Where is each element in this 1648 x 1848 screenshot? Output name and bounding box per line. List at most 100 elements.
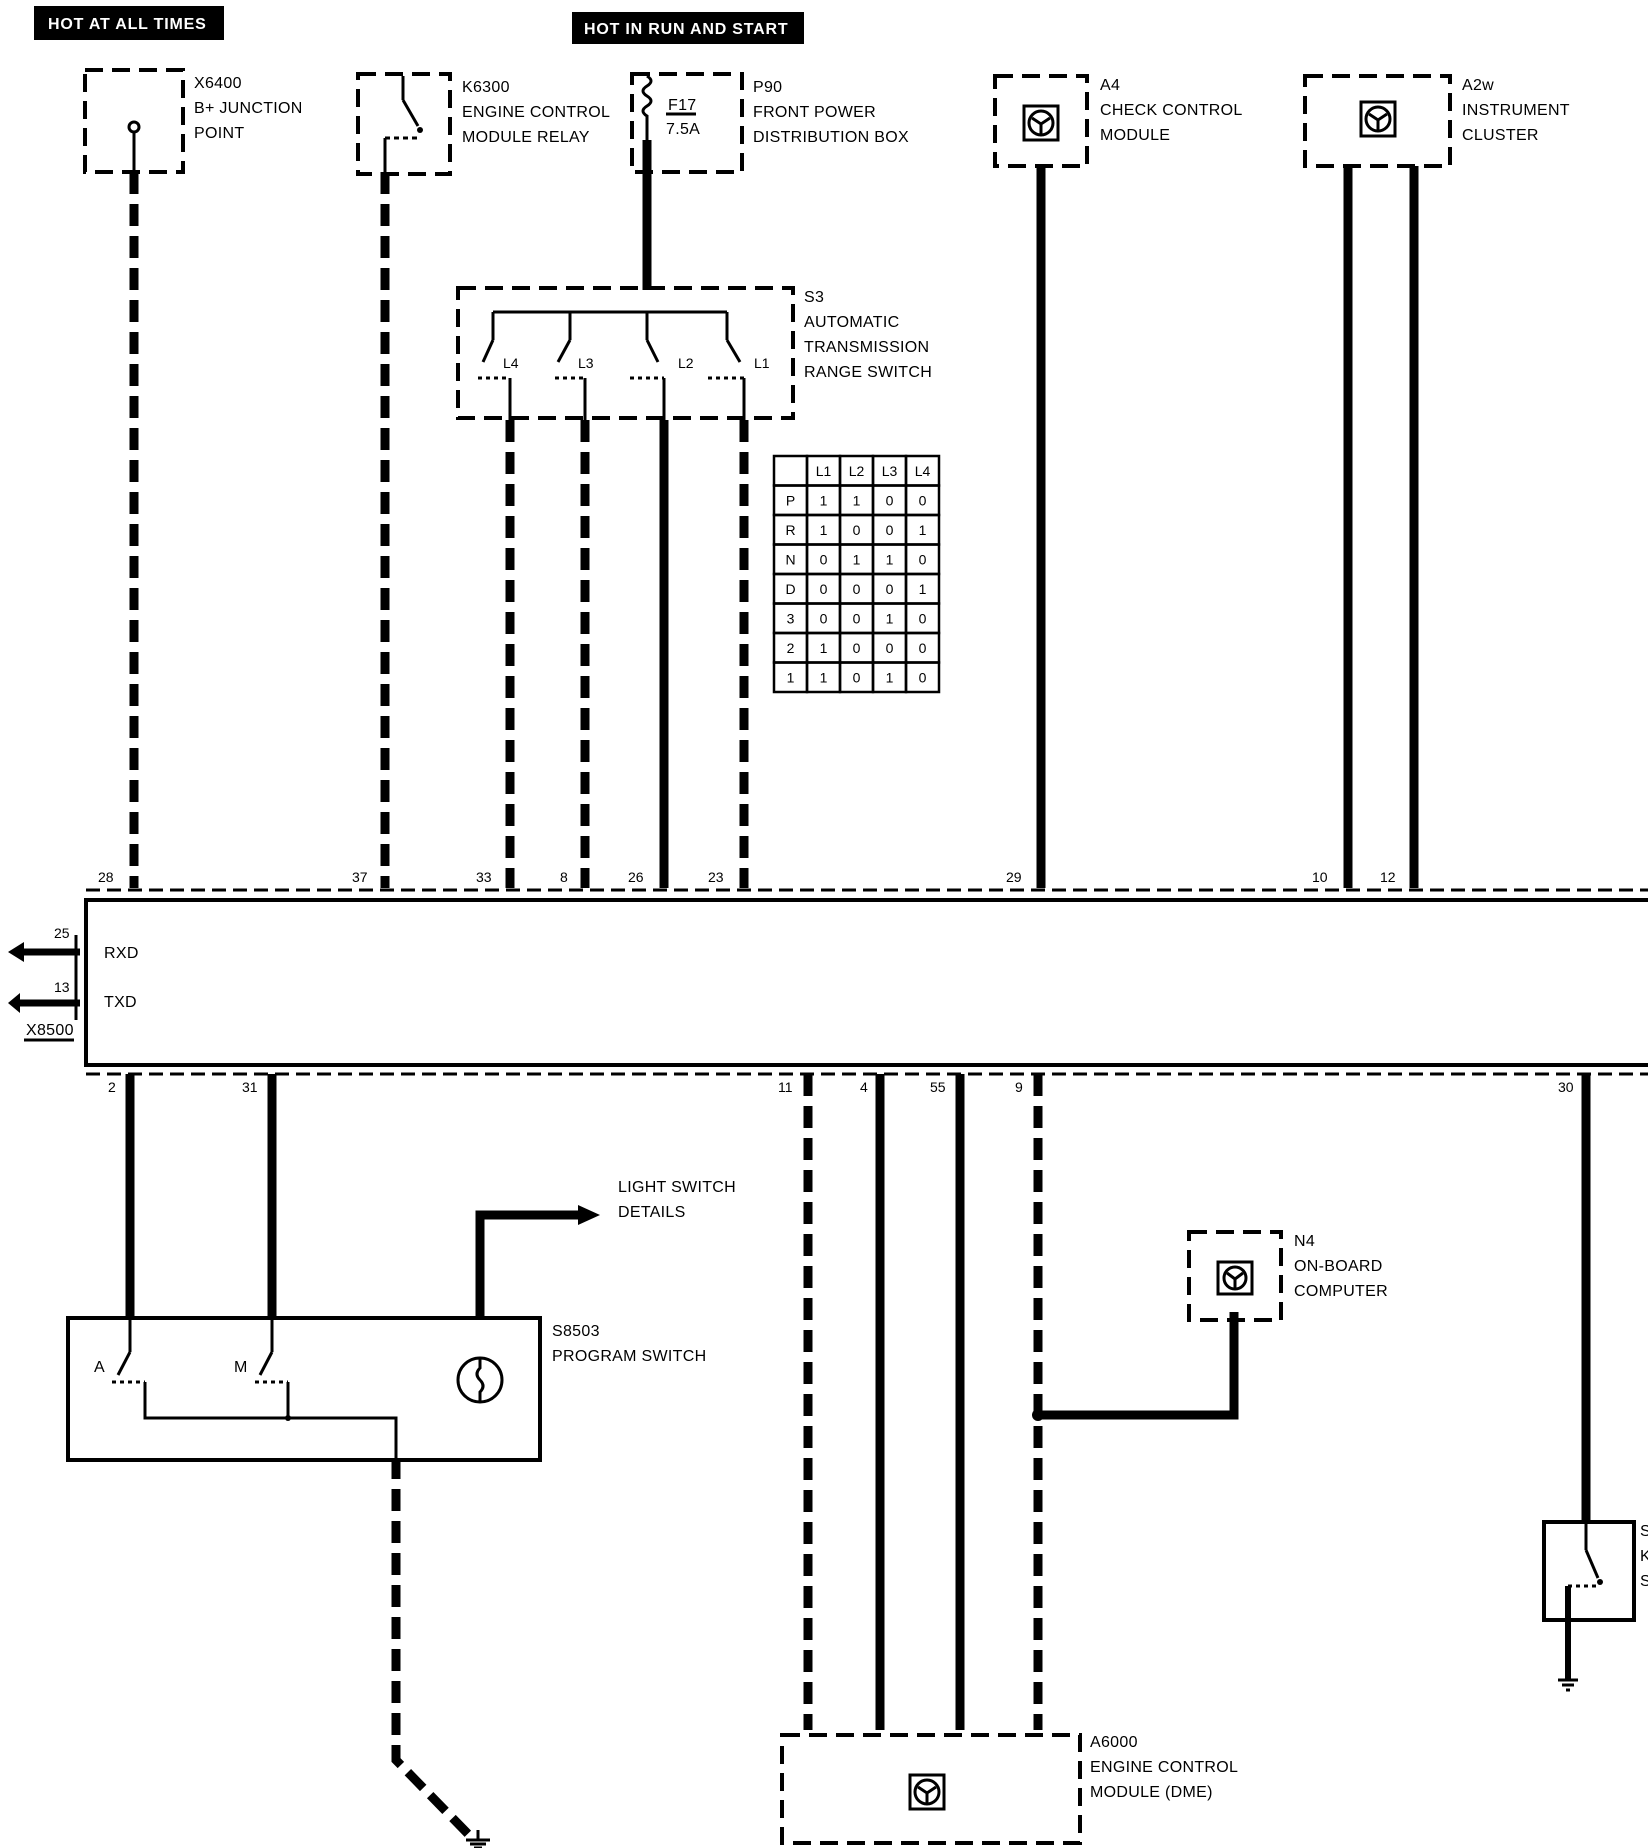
pin-29: 29: [1006, 869, 1022, 885]
ground-icon: [466, 1830, 490, 1848]
contact-l2-label: L2: [678, 355, 694, 371]
range-table-value: 0: [886, 492, 894, 508]
range-table-value: D: [785, 581, 795, 597]
pin-2: 2: [108, 1079, 116, 1095]
range-table-value: 1: [919, 581, 927, 597]
s8503-program-switch: A M S8503 PROGRAM SWITCH: [66, 1316, 706, 1462]
range-table-header: L3: [882, 463, 898, 479]
a4-label: CHECK CONTROL: [1100, 102, 1243, 119]
range-table-value: 1: [886, 610, 894, 626]
s3-label: AUTOMATIC: [804, 314, 899, 331]
top-pin-labels: 28 37 33 8 26 23 29 10 12: [98, 869, 1396, 885]
bottom-pin-labels: 2 31 11 4 55 9 30: [108, 1079, 1574, 1095]
hot-at-all-times-tag: HOT AT ALL TIMES: [34, 6, 224, 40]
range-table-value: 0: [853, 610, 861, 626]
k6300-label: ENGINE CONTROL: [462, 104, 610, 121]
range-table-value: 1: [820, 669, 828, 685]
x6400-id: X6400: [194, 75, 242, 92]
pin-10: 10: [1312, 869, 1328, 885]
a2w-instrument-cluster: A2w INSTRUMENT CLUSTER: [1303, 74, 1570, 168]
range-table-cell: [772, 454, 809, 487]
x6400-label: B+ JUNCTION: [194, 100, 303, 117]
n4-label: ON-BOARD: [1294, 1258, 1383, 1275]
k6300-label-2: MODULE RELAY: [462, 129, 590, 146]
s3-id: S3: [804, 289, 824, 306]
a6000-label-2: MODULE (DME): [1090, 1784, 1213, 1801]
a4-check-control-module: A4 CHECK CONTROL MODULE: [993, 74, 1243, 168]
range-table-header: L1: [816, 463, 832, 479]
a6000-label: ENGINE CONTROL: [1090, 1759, 1238, 1776]
k6300-id: K6300: [462, 79, 510, 96]
light-switch-arrow-icon: [578, 1205, 600, 1225]
contact-l4-label: L4: [503, 355, 519, 371]
p90-power-distribution-box: F17 7.5A P90 FRONT POWER DISTRIBUTION BO…: [630, 72, 909, 174]
txd-label: TXD: [104, 994, 137, 1011]
range-table-value: 1: [886, 551, 894, 567]
range-table-value: R: [785, 522, 795, 538]
a6000-module-icon: [908, 1773, 946, 1811]
range-table-value: 0: [820, 581, 828, 597]
range-table-value: 0: [919, 640, 927, 656]
pin-28: 28: [98, 869, 114, 885]
switch-l4: [478, 312, 512, 420]
range-table-value: 1: [820, 492, 828, 508]
pin-25: 25: [54, 925, 70, 941]
range-table-value: 1: [919, 522, 927, 538]
a2w-module-icon: [1359, 100, 1397, 138]
fuse-icon: [641, 74, 653, 140]
n4-id: N4: [1294, 1233, 1315, 1250]
a4-label-2: MODULE: [1100, 127, 1170, 144]
light-switch-label-2: DETAILS: [618, 1204, 686, 1221]
range-table-value: 0: [886, 640, 894, 656]
pin-26: 26: [628, 869, 644, 885]
switch-position-a: A: [94, 1359, 105, 1376]
x6400-label-2: POINT: [194, 125, 244, 142]
pin-55: 55: [930, 1079, 946, 1095]
right-switch-id: S: [1640, 1523, 1648, 1540]
light-switch-details: LIGHT SWITCH DETAILS: [618, 1179, 736, 1221]
fuse-f17-label: F17: [668, 97, 696, 114]
right-switch-label-2: S: [1640, 1573, 1648, 1590]
s8503-id: S8503: [552, 1323, 600, 1340]
svg-text:HOT IN RUN AND START: HOT IN RUN AND START: [584, 21, 788, 38]
range-table-cell: [904, 661, 941, 694]
fuse-rating: 7.5A: [666, 121, 700, 138]
pin-31: 31: [242, 1079, 258, 1095]
n4-label-2: COMPUTER: [1294, 1283, 1388, 1300]
a4-id: A4: [1100, 77, 1120, 94]
contact-l1-label: L1: [754, 355, 770, 371]
x8500-connector-label: X8500: [26, 1022, 74, 1039]
control-module: RXD TXD X8500 25 13: [8, 888, 1648, 1076]
txd-arrow-icon: [8, 993, 80, 1013]
a4-module-icon: [1022, 104, 1060, 142]
range-table-value: 0: [886, 581, 894, 597]
range-table-value: 0: [853, 669, 861, 685]
range-table-value: 0: [919, 610, 927, 626]
range-table-value: 0: [820, 551, 828, 567]
a6000-engine-control-module: A6000 ENGINE CONTROL MODULE (DME): [780, 1733, 1238, 1845]
s3-label-2: TRANSMISSION: [804, 339, 929, 356]
range-table-value: 2: [787, 640, 795, 656]
switch-l2: [630, 312, 666, 420]
pin-4: 4: [860, 1079, 868, 1095]
n4-on-board-computer: N4 ON-BOARD COMPUTER: [1187, 1230, 1388, 1322]
pin-23: 23: [708, 869, 724, 885]
range-table-value: 0: [853, 581, 861, 597]
pin-12: 12: [1380, 869, 1396, 885]
pin-30: 30: [1558, 1079, 1574, 1095]
range-table-value: 0: [919, 669, 927, 685]
bottom-wires: [125, 1074, 1591, 1848]
range-table-header: L4: [915, 463, 931, 479]
range-table-value: 0: [919, 492, 927, 508]
range-table-header: L2: [849, 463, 865, 479]
hot-in-run-and-start-tag: HOT IN RUN AND START: [572, 12, 804, 44]
a2w-label: INSTRUMENT: [1462, 102, 1570, 119]
range-table-value: N: [785, 551, 795, 567]
pin-8: 8: [560, 869, 568, 885]
svg-text:HOT AT ALL TIMES: HOT AT ALL TIMES: [48, 16, 207, 33]
a2w-label-2: CLUSTER: [1462, 127, 1539, 144]
range-table-value: 0: [853, 640, 861, 656]
ground-icon: [1558, 1678, 1578, 1692]
